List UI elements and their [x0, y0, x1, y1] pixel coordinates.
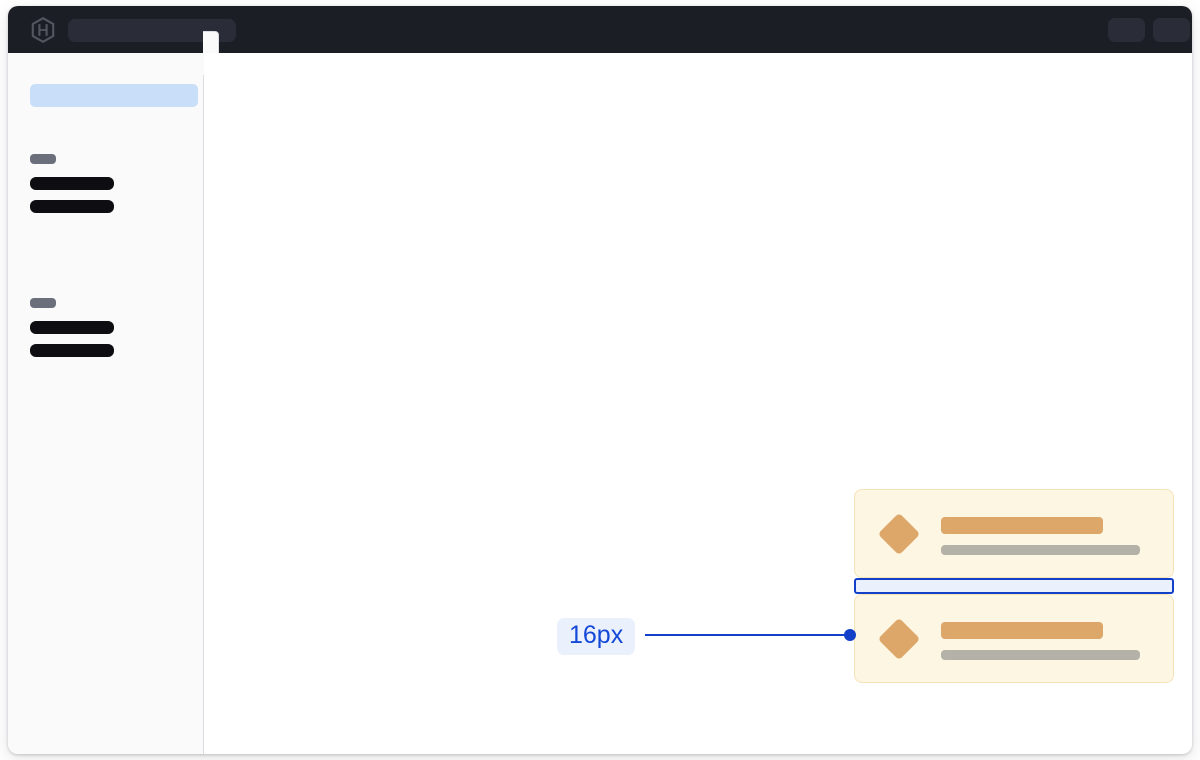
content-card-2[interactable] — [854, 594, 1174, 683]
content-card-1[interactable] — [854, 489, 1174, 578]
diamond-icon — [877, 512, 921, 556]
card-title-2 — [941, 622, 1103, 639]
sidebar-group-label-1 — [30, 154, 56, 164]
sidebar — [8, 53, 204, 754]
card-stack — [854, 489, 1174, 683]
hexagon-h-logo-icon[interactable] — [30, 17, 56, 43]
header-bar — [8, 6, 1192, 53]
card-title-1 — [941, 517, 1103, 534]
card-text-block — [941, 622, 1146, 660]
sidebar-group-label-2 — [30, 298, 56, 308]
spacing-leader-line — [645, 634, 850, 636]
sidebar-item-2-1[interactable] — [30, 321, 114, 334]
sidebar-item-1-2[interactable] — [30, 200, 114, 213]
card-text-block — [941, 517, 1146, 555]
sidebar-item-active[interactable] — [30, 84, 198, 107]
sidebar-group-2 — [30, 298, 114, 357]
header-action-button-1[interactable] — [1108, 18, 1145, 42]
spacing-leader-endpoint-icon — [844, 629, 856, 641]
search-input[interactable] — [68, 19, 236, 42]
card-subtitle-1 — [941, 545, 1140, 555]
sidebar-item-1-1[interactable] — [30, 177, 114, 190]
card-subtitle-2 — [941, 650, 1140, 660]
spacing-value-label: 16px — [557, 618, 636, 655]
sidebar-item-2-2[interactable] — [30, 344, 114, 357]
header-action-button-2[interactable] — [1153, 18, 1190, 42]
spacing-highlight — [854, 578, 1174, 594]
app-window: 16px — [8, 6, 1192, 754]
sidebar-group-1 — [30, 154, 114, 213]
diamond-icon — [877, 617, 921, 661]
